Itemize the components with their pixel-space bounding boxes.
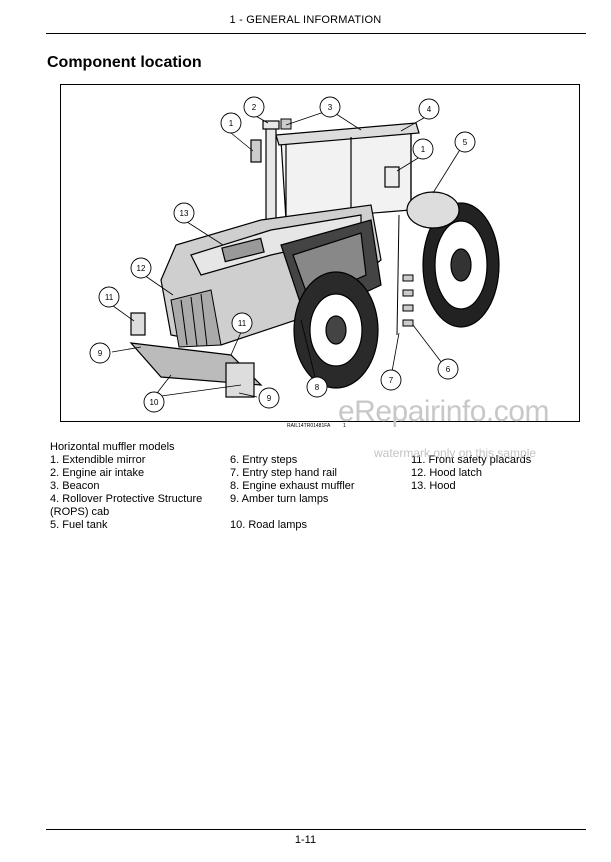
legend-item: 11. Front safety placards [411, 454, 532, 466]
callout-label: 11 [105, 293, 114, 302]
watermark-main: eRepairinfo.com [338, 395, 549, 428]
fuel-tank [406, 191, 460, 229]
legend-item: 2. Engine air intake [50, 467, 145, 479]
callout-numbers: 1 2 3 4 5 1 13 12 11 9 11 10 9 8 7 6 [98, 103, 468, 407]
callout-label: 8 [315, 383, 320, 392]
legend-item: 12. Hood latch [411, 467, 482, 479]
callout-6 [437, 358, 459, 380]
callout-label: 1 [229, 119, 234, 128]
legend-col-2: 6. Entry steps 7. Entry step hand rail 8… [230, 454, 355, 532]
legend-item: 5. Fuel tank [50, 519, 108, 531]
front-wheel [293, 271, 379, 389]
legend-item: 7. Entry step hand rail [230, 467, 338, 479]
tractor-drawing: 1 2 3 4 5 1 13 12 11 9 11 10 9 8 7 6 [89, 96, 500, 413]
callout-label: 9 [98, 349, 103, 358]
callout-5 [454, 131, 476, 153]
callout-label: 6 [446, 365, 451, 374]
callout-3 [319, 96, 341, 118]
legend-item: (ROPS) cab [50, 506, 110, 518]
callout-12 [130, 257, 152, 279]
callout-label: 4 [427, 105, 432, 114]
callout-label: 9 [267, 394, 272, 403]
figure-code: RAIL14TR01481FA [287, 423, 331, 429]
callout-label: 2 [252, 103, 257, 112]
footer-rule [46, 829, 586, 830]
legend-item: 13. Hood [411, 480, 456, 492]
callout-circles [89, 96, 476, 413]
callout-10 [143, 391, 165, 413]
callout-9a [89, 342, 111, 364]
callout-label: 12 [137, 264, 146, 273]
legend-col-3: 11. Front safety placards 12. Hood latch… [411, 454, 531, 493]
entry-steps [396, 214, 414, 336]
callout-11a [98, 286, 120, 308]
legend-item: 6. Entry steps [230, 454, 298, 466]
callout-2 [243, 96, 265, 118]
callout-7 [380, 369, 402, 391]
rops-cab [275, 122, 420, 221]
header-rule [46, 33, 586, 34]
callout-9b [258, 387, 280, 409]
page-number: 1-11 [294, 834, 317, 846]
legend-heading: Horizontal muffler models [50, 441, 175, 453]
legend-item: 1. Extendible mirror [50, 454, 146, 466]
callout-11b [231, 312, 253, 334]
legend-item: 9. Amber turn lamps [230, 493, 329, 505]
callout-4 [418, 98, 440, 120]
grille [170, 289, 222, 348]
callout-label: 11 [238, 319, 247, 328]
callout-label: 13 [180, 209, 189, 218]
rear-wheel [422, 202, 500, 328]
watermark-sub: watermark only on this sample [374, 446, 537, 460]
beacon [280, 118, 292, 130]
legend-item: 4. Rollover Protective Structure [50, 493, 203, 505]
section-header: 1 - GENERAL INFORMATION [229, 14, 382, 26]
legend-item: 8. Engine exhaust muffler [230, 480, 355, 492]
legend-item: 3. Beacon [50, 480, 100, 492]
legend-col-1: 1. Extendible mirror 2. Engine air intak… [50, 454, 202, 532]
page-title: Component location [47, 54, 202, 71]
callout-label: 5 [463, 138, 468, 147]
tractor-illustration: 1 2 3 4 5 1 13 12 11 9 11 10 9 8 7 6 [60, 84, 580, 422]
callout-label: 3 [328, 103, 333, 112]
callout-13 [173, 202, 195, 224]
callout-label: 1 [421, 145, 426, 154]
callout-label: 7 [389, 376, 394, 385]
intake-pipe [250, 120, 280, 226]
callout-label: 10 [150, 398, 159, 407]
figure-number: 1 [343, 423, 346, 429]
callout-8 [306, 376, 328, 398]
front-bumper [129, 312, 263, 398]
callout-1a [220, 112, 242, 134]
callout-1b [412, 138, 434, 160]
legend-item: 10. Road lamps [230, 519, 308, 531]
